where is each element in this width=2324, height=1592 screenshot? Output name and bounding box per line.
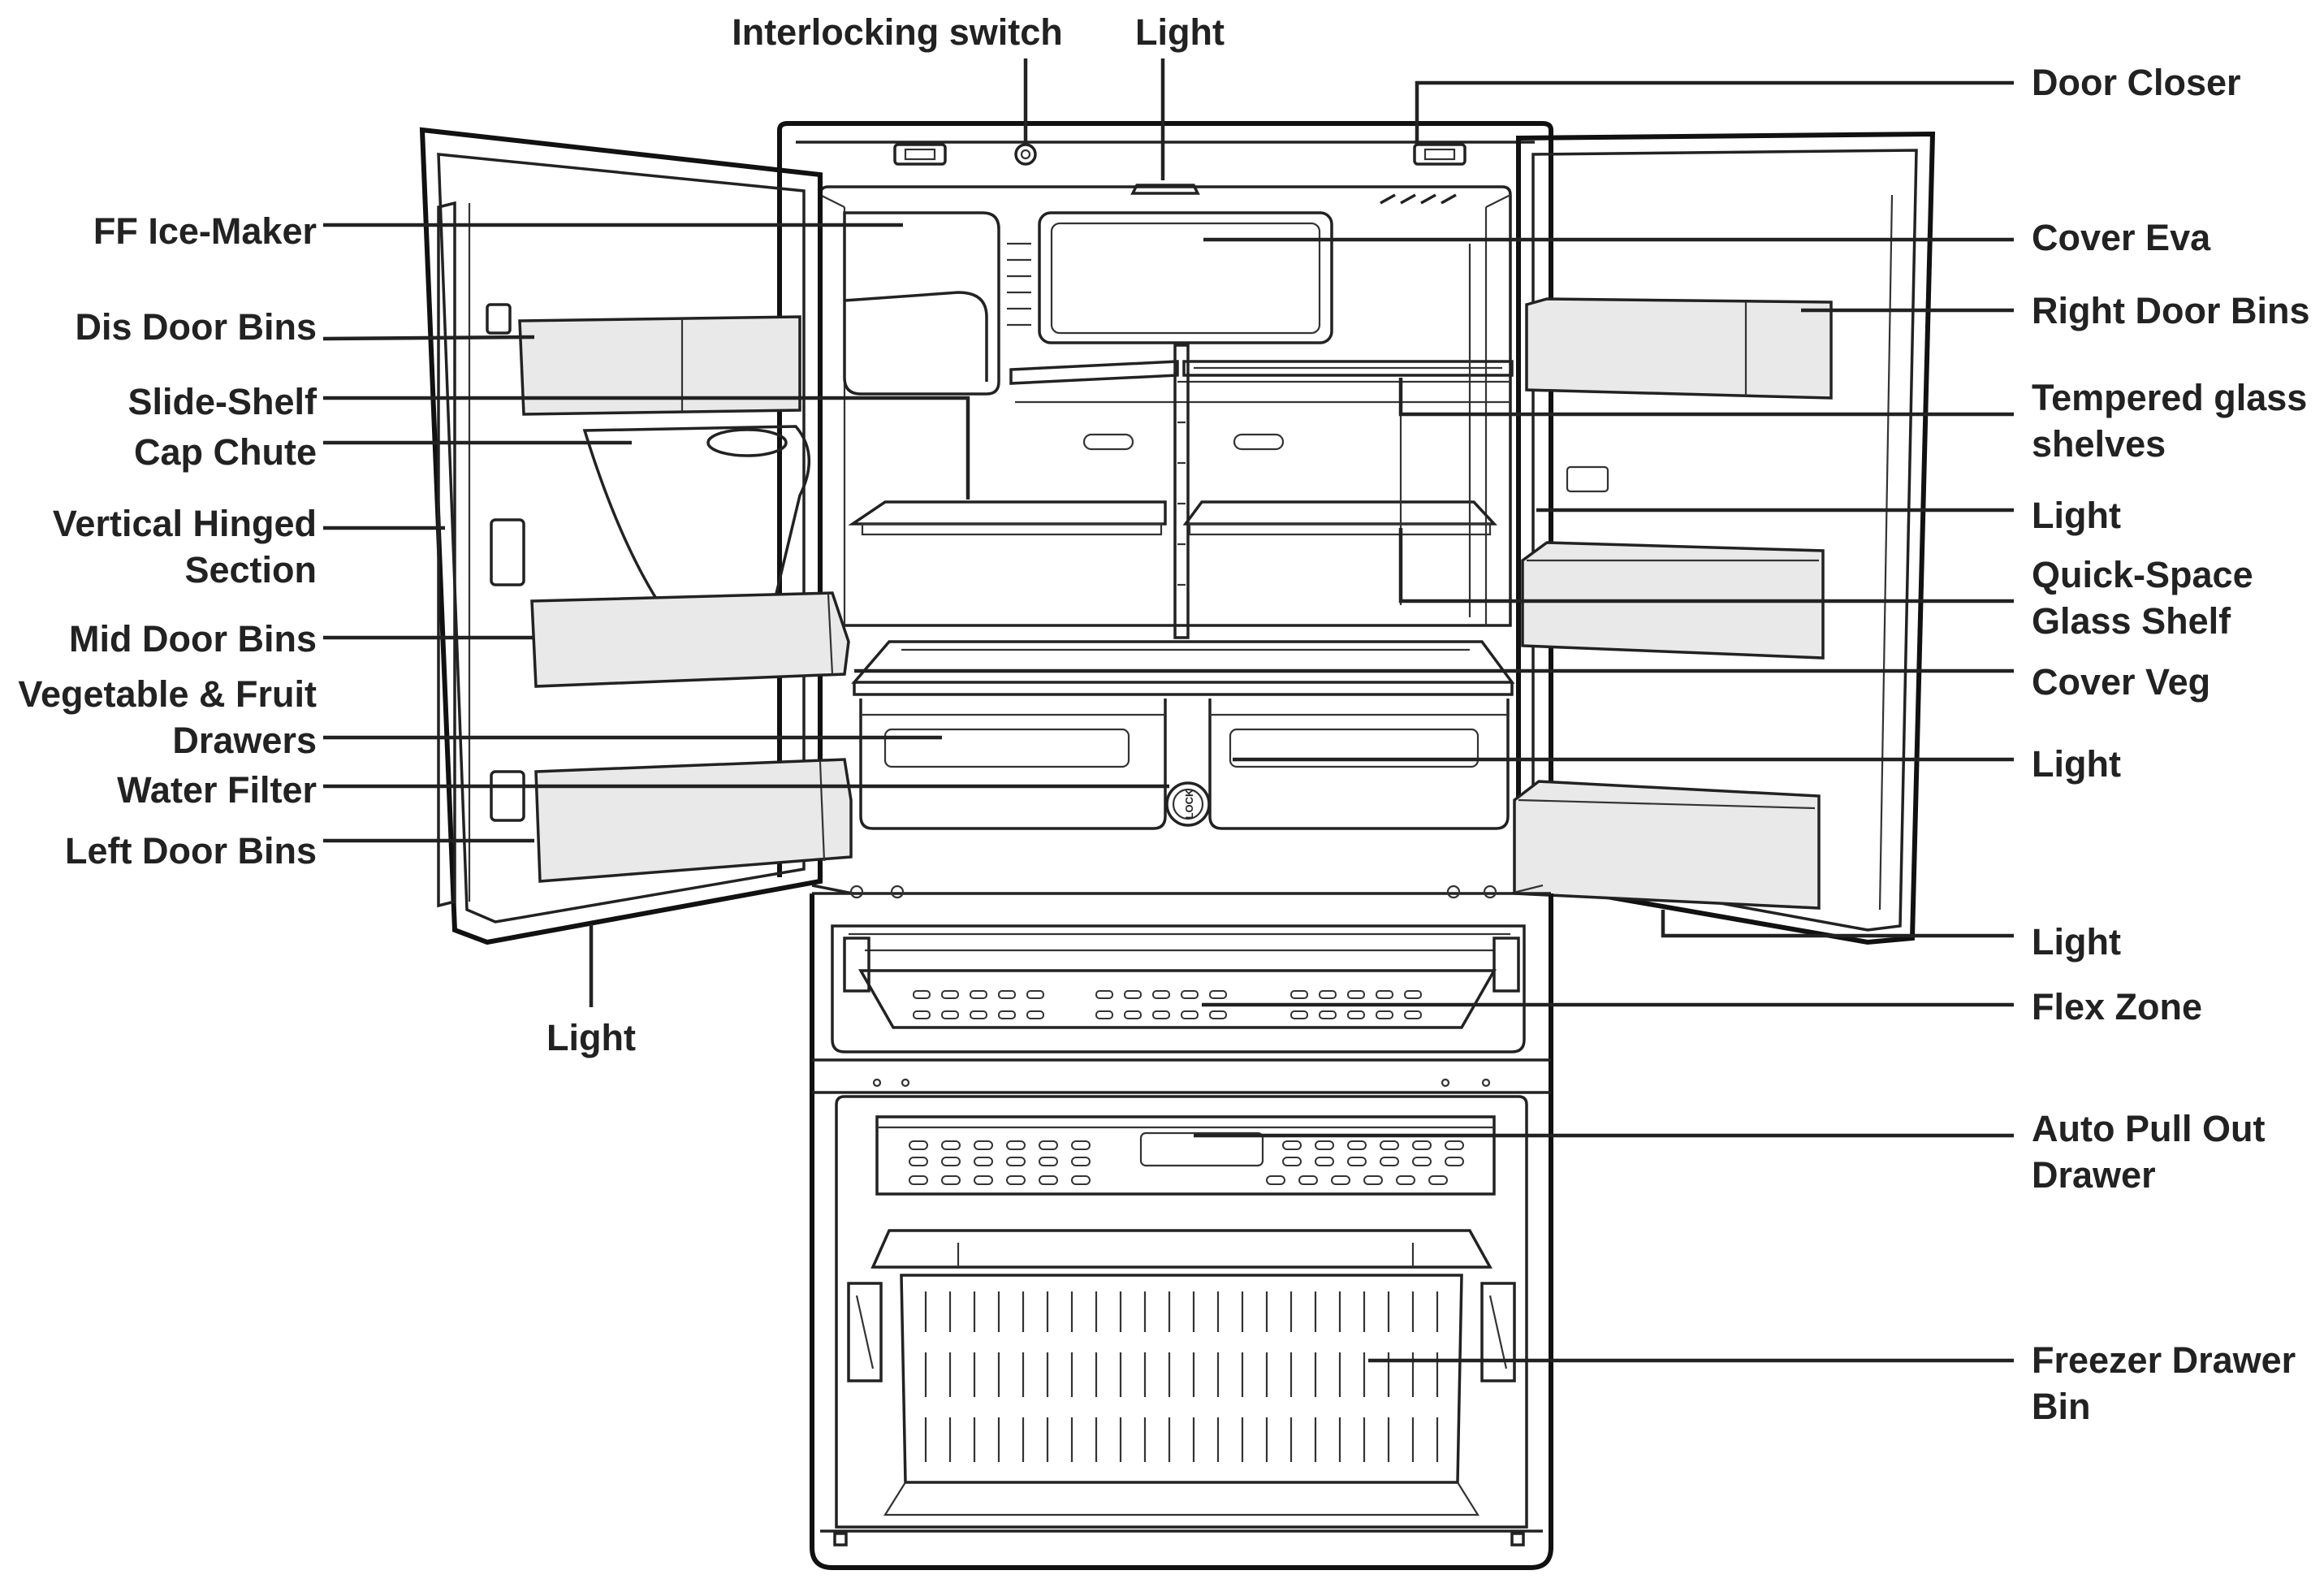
label-freezer-drawer-bin-line1: Freezer Drawer bbox=[2032, 1339, 2296, 1381]
leader-slide-shelf bbox=[323, 396, 970, 500]
interlocking-switch bbox=[1014, 143, 1037, 166]
label-freezer-drawer-bin-line2: Bin bbox=[2032, 1386, 2091, 1427]
vegetable-fruit-drawers bbox=[859, 699, 1510, 830]
leader-quick-space-glass-shelf bbox=[1398, 528, 2014, 603]
label-light-right-mid: Light bbox=[2032, 743, 2121, 785]
right-lower-door-bin bbox=[1513, 780, 1821, 910]
leader-door-closer bbox=[1415, 80, 2014, 145]
label-auto-pull-out-drawer-line2: Drawer bbox=[2032, 1154, 2156, 1196]
refrigerator-illustration: LOCK bbox=[419, 121, 1936, 1570]
label-tempered-glass-shelves-line2: shelves bbox=[2032, 423, 2166, 465]
leader-lines bbox=[322, 58, 2014, 1363]
auto-pull-out-drawer bbox=[835, 1095, 1528, 1529]
door-closer-left bbox=[893, 143, 947, 166]
label-vertical-hinged-section-line1: Vertical Hinged bbox=[53, 503, 317, 544]
label-slide-shelf: Slide-Shelf bbox=[127, 381, 317, 422]
label-tempered-glass-shelves-line1: Tempered glass bbox=[2032, 377, 2307, 418]
vegetable-cover bbox=[851, 640, 1515, 696]
top-light bbox=[1130, 184, 1200, 195]
label-cover-veg: Cover Veg bbox=[2032, 661, 2210, 703]
label-vegetable-fruit-drawers-line1: Vegetable & Fruit bbox=[18, 673, 317, 715]
label-auto-pull-out-drawer-line1: Auto Pull Out bbox=[2032, 1108, 2265, 1149]
leader-light-right-lower bbox=[1661, 910, 2014, 938]
evaporator-cover bbox=[1038, 211, 1333, 344]
label-door-closer: Door Closer bbox=[2032, 62, 2241, 103]
water-filter-cap-text: LOCK bbox=[1183, 789, 1195, 819]
cap-chute bbox=[582, 425, 810, 603]
left-door-bins bbox=[534, 758, 853, 883]
freezer-basket-ribs bbox=[924, 1291, 1439, 1462]
label-light-right-lower: Light bbox=[2032, 921, 2121, 963]
label-light-right-upper: Light bbox=[2032, 495, 2121, 536]
label-light-top: Light bbox=[1135, 11, 1225, 53]
dis-door-bins bbox=[518, 315, 801, 416]
label-cover-eva: Cover Eva bbox=[2032, 217, 2211, 258]
label-mid-door-bins: Mid Door Bins bbox=[69, 618, 317, 660]
slide-shelf bbox=[848, 500, 1167, 536]
label-water-filter: Water Filter bbox=[117, 769, 317, 811]
quick-space-glass-shelf bbox=[1182, 244, 1498, 617]
right-door-bins bbox=[1525, 297, 1833, 400]
top-hardware bbox=[893, 143, 1467, 205]
callout-labels: Interlocking switch Light Door Closer FF… bbox=[18, 11, 2309, 1427]
door-closer-right bbox=[1413, 143, 1467, 166]
label-interlocking-switch: Interlocking switch bbox=[732, 11, 1063, 53]
leader-dis-door-bins bbox=[322, 335, 535, 341]
label-flex-zone: Flex Zone bbox=[2032, 986, 2202, 1027]
leader-tempered-glass-shelves bbox=[1398, 378, 2014, 417]
label-left-door-bins: Left Door Bins bbox=[65, 830, 317, 872]
vent-slots bbox=[1380, 193, 1457, 205]
vertical-hinged-section bbox=[437, 201, 525, 908]
flex-zone-drawer bbox=[831, 924, 1526, 1053]
label-quick-space-glass-shelf-line2: Glass Shelf bbox=[2032, 600, 2231, 642]
label-ff-ice-maker: FF Ice-Maker bbox=[93, 210, 317, 252]
flex-zone-slots bbox=[913, 990, 1422, 1019]
label-right-door-bins: Right Door Bins bbox=[2032, 290, 2309, 331]
auto-pull-slots bbox=[909, 1140, 1464, 1185]
ice-maker bbox=[843, 211, 1031, 396]
water-filter: LOCK bbox=[1165, 781, 1211, 827]
fresh-food-cabinet bbox=[777, 121, 1553, 877]
freezer-drawer-bin bbox=[870, 1229, 1492, 1516]
right-door bbox=[1510, 131, 1936, 945]
freezer-section bbox=[810, 885, 1553, 1570]
label-vertical-hinged-section-line2: Section bbox=[184, 549, 317, 591]
shelf-rail bbox=[1173, 344, 1190, 639]
label-light-bottom-left: Light bbox=[546, 1017, 636, 1058]
label-vegetable-fruit-drawers-line2: Drawers bbox=[172, 720, 317, 761]
tempered-glass-shelves bbox=[1009, 360, 1514, 451]
mid-door-bins bbox=[530, 591, 850, 688]
label-quick-space-glass-shelf-line1: Quick-Space bbox=[2032, 554, 2253, 595]
left-door bbox=[419, 127, 853, 945]
label-dis-door-bins: Dis Door Bins bbox=[75, 306, 317, 348]
label-cap-chute: Cap Chute bbox=[134, 431, 317, 473]
